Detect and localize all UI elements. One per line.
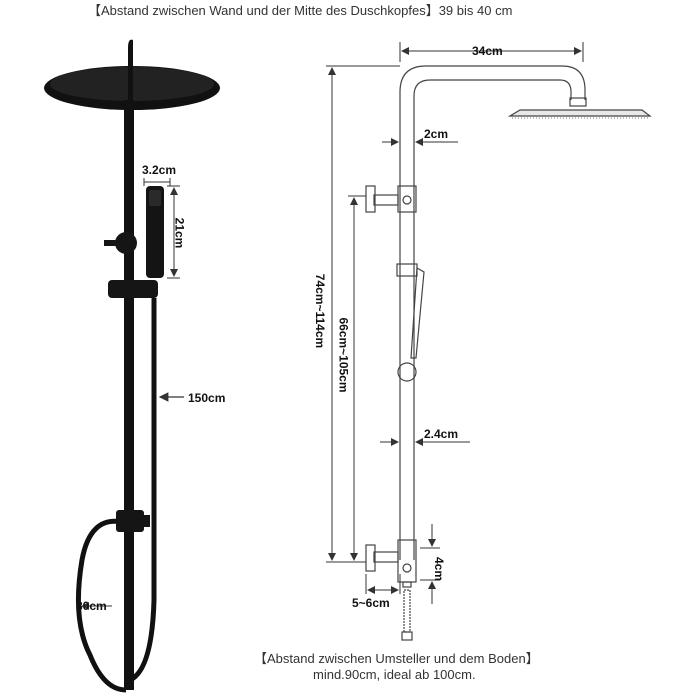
label-wall-distance: 5~6cm <box>352 596 390 610</box>
diverter-valve <box>116 510 144 532</box>
upper-valve <box>115 232 137 254</box>
top-note: 【Abstand zwischen Wand und der Mitte des… <box>88 3 513 18</box>
riser-pipe <box>124 100 134 690</box>
shower-technical-drawing <box>365 65 652 641</box>
label-arm-length: 34cm <box>472 44 503 58</box>
label-diverter-height: 4cm <box>432 556 447 582</box>
label-total-height: 74cm~114cm <box>313 273 328 349</box>
bottom-note-line2: mind.90cm, ideal ab 100cm. <box>313 667 476 682</box>
label-hose-length: 150cm <box>188 391 226 405</box>
shower-product-photo <box>44 39 220 693</box>
hand-shower-holder <box>108 280 158 298</box>
label-adjustable-height: 66cm~105cm <box>336 317 351 393</box>
hand-shower <box>146 186 164 278</box>
label-hose-loop: 80cm <box>76 599 107 613</box>
label-handshower-width: 3.2cm <box>142 163 177 177</box>
shower-hose <box>127 298 157 690</box>
bottom-note-line1: 【Abstand zwischen Umsteller und dem Bode… <box>254 651 539 666</box>
label-handshower-length: 21cm <box>172 217 187 249</box>
label-pipe-diameter-top: 2cm <box>424 127 449 141</box>
label-pipe-diameter-lower: 2.4cm <box>424 427 459 441</box>
dimension-lines <box>326 42 584 604</box>
